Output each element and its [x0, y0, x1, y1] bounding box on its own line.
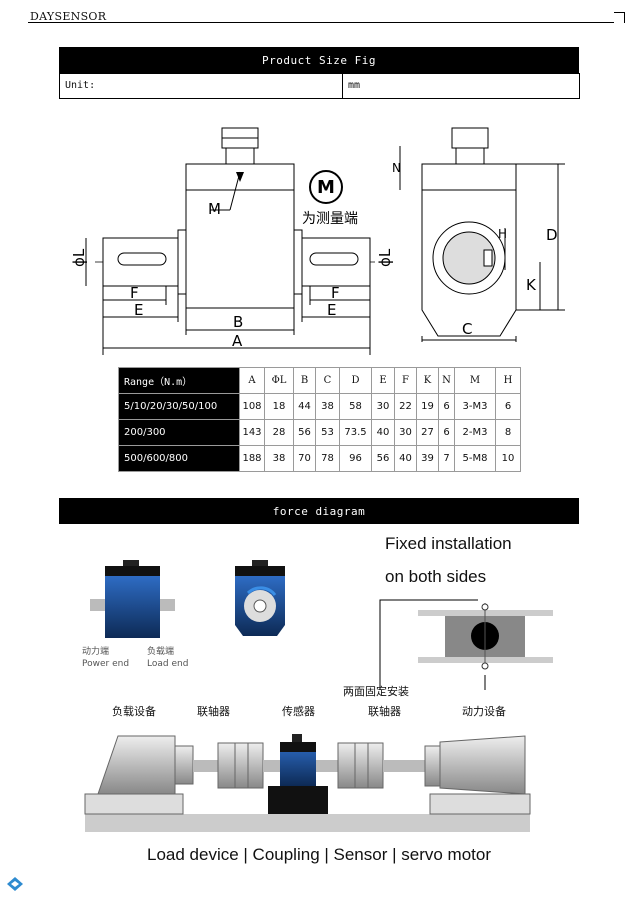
header-cell: K [416, 367, 439, 394]
dim-e-left: E [134, 301, 143, 319]
table-cell: 40 [394, 445, 417, 472]
power-end-en: Power end [82, 659, 130, 669]
m-caption: 为测量端 [302, 211, 358, 227]
table-cell: 73.5 [339, 419, 372, 446]
table-row: 5/10/20/30/50/100 108 18 44 38 58 30 22 … [118, 393, 521, 420]
header-cell: B [293, 367, 316, 394]
header-cell: N [438, 367, 455, 394]
dim-phil-right: ϕL [376, 248, 394, 267]
dim-f-left: F [130, 284, 139, 302]
dim-k: K [526, 276, 537, 294]
table-cell: 78 [315, 445, 340, 472]
table-cell: 58 [339, 393, 372, 420]
dim-f-right: F [331, 284, 340, 302]
table-cell: 30 [371, 393, 395, 420]
load-end-cn: 负载端 [147, 647, 175, 657]
fixed-installation-diagram [379, 599, 553, 690]
table-cell: 96 [339, 445, 372, 472]
header-rule [28, 22, 614, 23]
header-cell: E [371, 367, 395, 394]
label-coupling-right-cn: 联轴器 [368, 705, 401, 718]
table-cell: 6 [438, 419, 455, 446]
bottom-caption: Load device | Coupling | Sensor | servo … [147, 845, 491, 864]
table-row: 200/300 143 28 56 53 73.5 40 30 27 6 2-M… [118, 419, 521, 446]
dim-b: B [233, 313, 243, 331]
table-cell: 143 [239, 419, 265, 446]
table-cell: 5-M8 [454, 445, 496, 472]
table-cell: 70 [293, 445, 316, 472]
logo-icon [7, 877, 23, 891]
load-end-en: Load end [147, 659, 189, 669]
table-cell: 500/600/800 [118, 445, 240, 472]
header-cell: A [239, 367, 265, 394]
fixed-installation-line2: on both sides [385, 567, 487, 586]
size-section-title: Product Size Fig [59, 47, 579, 73]
dim-h: H [498, 227, 507, 241]
label-load-device-cn: 负载设备 [112, 705, 156, 718]
table-cell: 56 [293, 419, 316, 446]
table-cell: 3-M3 [454, 393, 496, 420]
power-end-cn: 动力端 [82, 647, 110, 657]
header-cell: F [394, 367, 417, 394]
header-cell: C [315, 367, 340, 394]
dim-n: N [392, 161, 401, 175]
header-cell: D [339, 367, 372, 394]
label-sensor-cn: 传感器 [282, 705, 315, 718]
dimension-drawing: ϕL ϕL F E B A F E M N H D K C M 为测量端 [70, 127, 565, 355]
dim-a: A [232, 332, 243, 350]
table-cell: 27 [416, 419, 439, 446]
m-symbol: M [317, 177, 335, 198]
table-row: 500/600/800 188 38 70 78 96 56 40 39 7 5… [118, 445, 521, 472]
header-cell: M [454, 367, 496, 394]
dim-phil-left: ϕL [70, 248, 88, 267]
table-cell: 18 [264, 393, 294, 420]
brand-name: DAYSENSOR [30, 10, 107, 23]
table-cell: 39 [416, 445, 439, 472]
unit-value: mm [348, 80, 361, 91]
label-coupling-left-cn: 联轴器 [197, 705, 230, 718]
table-cell: 200/300 [118, 419, 240, 446]
corner-mark [614, 12, 625, 23]
header-cell: Range（N.m） [118, 367, 240, 394]
header-cell: H [495, 367, 521, 394]
unit-label: Unit: [60, 74, 343, 98]
label-power-device-cn: 动力设备 [462, 705, 506, 718]
unit-row: Unit: mm [59, 73, 580, 99]
dim-c: C [462, 320, 472, 338]
table-cell: 108 [239, 393, 265, 420]
table-cell: 6 [495, 393, 521, 420]
dim-m: M [208, 200, 221, 218]
table-cell: 19 [416, 393, 439, 420]
dim-e-right: E [327, 301, 336, 319]
header-cell: ΦL [264, 367, 294, 394]
table-cell: 44 [293, 393, 316, 420]
table-cell: 2-M3 [454, 419, 496, 446]
table-cell: 53 [315, 419, 340, 446]
table-cell: 28 [264, 419, 294, 446]
table-cell: 38 [264, 445, 294, 472]
table-cell: 56 [371, 445, 395, 472]
table-cell: 8 [495, 419, 521, 446]
force-section-title: force diagram [59, 498, 579, 524]
both-sides-fixed-cn: 两面固定安装 [343, 685, 409, 698]
table-cell: 7 [438, 445, 455, 472]
test-bench-illustration [84, 734, 531, 832]
table-cell: 22 [394, 393, 417, 420]
sensor-illustrations [90, 560, 285, 638]
fixed-installation-line1: Fixed installation [385, 534, 512, 553]
table-cell: 30 [394, 419, 417, 446]
table-cell: 5/10/20/30/50/100 [118, 393, 240, 420]
dim-d: D [546, 226, 558, 244]
table-cell: 38 [315, 393, 340, 420]
spec-table: Range（N.m） A ΦL B C D E F K N M H 5/10/2… [118, 367, 521, 472]
table-cell: 10 [495, 445, 521, 472]
table-cell: 188 [239, 445, 265, 472]
table-cell: 40 [371, 419, 395, 446]
table-cell: 6 [438, 393, 455, 420]
spec-table-header: Range（N.m） A ΦL B C D E F K N M H [118, 367, 521, 394]
